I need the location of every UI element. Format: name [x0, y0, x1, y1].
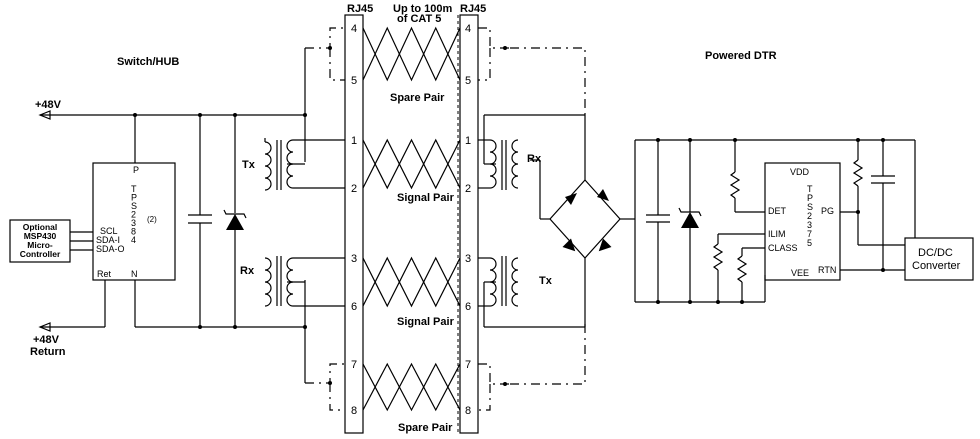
pse-part-char-3: 2 — [131, 210, 136, 220]
rj45-left-label: RJ45 — [347, 3, 373, 15]
pd-pin-rtn: RTN — [818, 265, 836, 275]
pd-part-char-6: 5 — [807, 238, 812, 248]
pd-part-char-3: 2 — [807, 211, 812, 221]
pd-pin-vee: VEE — [791, 268, 809, 278]
pse-pin-sdao: SDA-O — [96, 244, 125, 254]
pd-controller-chip — [764, 162, 841, 281]
pin-left-4: 4 — [351, 23, 357, 35]
rx-transformer-left — [264, 256, 345, 307]
pin-left-5: 5 — [351, 75, 357, 87]
pd-part-char-5: 7 — [807, 229, 812, 239]
pin-left-8: 8 — [351, 405, 357, 417]
pse-part-char-5: 8 — [131, 227, 136, 237]
signal-pair-2-label: Signal Pair — [397, 316, 455, 328]
plus-48v-label: +48V — [35, 99, 62, 111]
twisted-wire-0-b — [362, 26, 461, 82]
pin-left-7: 7 — [351, 359, 357, 371]
pin-right-7: 7 — [465, 359, 471, 371]
pd-pin-vdd: VDD — [790, 167, 810, 177]
pse-pin-p: P — [133, 165, 139, 175]
pd-part-char-4: 3 — [807, 220, 812, 230]
pd-pin-pg: PG — [821, 206, 834, 216]
pin-right-5: 5 — [465, 75, 471, 87]
twisted-wire-2-b — [362, 256, 461, 308]
plus-48v-return-label-1: +48V — [33, 334, 60, 346]
msp430-line-3: Controller — [20, 249, 61, 259]
tx-transformer-left — [264, 138, 345, 191]
pse-note: (2) — [147, 215, 157, 224]
pin-right-3: 3 — [465, 253, 471, 265]
spare-pair-top-label: Spare Pair — [390, 92, 445, 104]
rx-right-label: Rx — [527, 153, 542, 165]
rj45-right-pins: 4 5 1 2 3 6 7 8 — [465, 23, 471, 417]
signal-pair-1-label: Signal Pair — [397, 192, 455, 204]
power-rails-left — [38, 48, 307, 383]
rj45-left-connector — [344, 14, 364, 434]
tx-left-label: Tx — [242, 159, 256, 171]
rj45-right-label: RJ45 — [460, 3, 486, 15]
twisted-pairs — [362, 26, 461, 412]
dcdc-converter-box — [904, 237, 974, 281]
pin-right-2: 2 — [465, 183, 471, 195]
pin-left-6: 6 — [351, 301, 357, 313]
twisted-wire-3-a — [362, 362, 461, 412]
pd-part-char-0: T — [807, 184, 813, 194]
plus-48v-return-label-2: Return — [30, 346, 66, 358]
pse-pin-n: N — [131, 269, 138, 279]
pse-pin-ret: Ret — [97, 269, 112, 279]
pd-pin-ilim: ILIM — [768, 229, 786, 239]
msp430-line-1: MSP430 — [24, 231, 57, 241]
pin-left-2: 2 — [351, 183, 357, 195]
tx-right-label: Tx — [539, 275, 553, 287]
pse-pin-sdai: SDA-I — [96, 235, 120, 245]
cable-length-label-2: of CAT 5 — [397, 13, 441, 25]
spare-pair-bottom-label: Spare Pair — [398, 422, 453, 434]
pin-right-1: 1 — [465, 135, 471, 147]
rx-left-label: Rx — [240, 265, 255, 277]
pin-left-1: 1 — [351, 135, 357, 147]
pin-left-3: 3 — [351, 253, 357, 265]
dcdc-label-1: DC/DC — [918, 247, 953, 259]
pd-part-char-1: P — [807, 193, 813, 203]
rj45-right-connector — [459, 14, 479, 434]
pd-part-char-2: S — [807, 202, 813, 212]
twisted-wire-3-b — [362, 362, 461, 412]
powered-dtr-label: Powered DTR — [705, 50, 777, 62]
rj45-left-pins: 4 5 1 2 3 6 7 8 — [351, 23, 357, 417]
twisted-wire-2-a — [362, 256, 461, 308]
pse-part-char-6: 4 — [131, 235, 136, 245]
pin-right-4: 4 — [465, 23, 471, 35]
twisted-wire-0-a — [362, 26, 461, 82]
pin-right-6: 6 — [465, 301, 471, 313]
msp430-line-2: Micro- — [27, 240, 53, 250]
cable-length-label-1: Up to 100m — [393, 3, 453, 15]
dcdc-label-2: Converter — [912, 260, 961, 272]
pse-part-char-2: S — [131, 201, 137, 211]
pd-pin-class: CLASS — [768, 243, 798, 253]
pse-controller-chip — [92, 162, 176, 281]
switch-hub-label: Switch/HUB — [117, 56, 179, 68]
pse-pin-scl: SCL — [100, 226, 118, 236]
pin-right-8: 8 — [465, 405, 471, 417]
pse-part-char-4: 3 — [131, 218, 136, 228]
pd-pin-det: DET — [768, 206, 787, 216]
twisted-wire-1-b — [362, 138, 461, 190]
pse-part-char-0: T — [131, 184, 137, 194]
pse-part-char-1: P — [131, 193, 137, 203]
msp430-line-0: Optional — [23, 222, 57, 232]
twisted-wire-1-a — [362, 138, 461, 190]
right-wiring — [478, 27, 916, 411]
